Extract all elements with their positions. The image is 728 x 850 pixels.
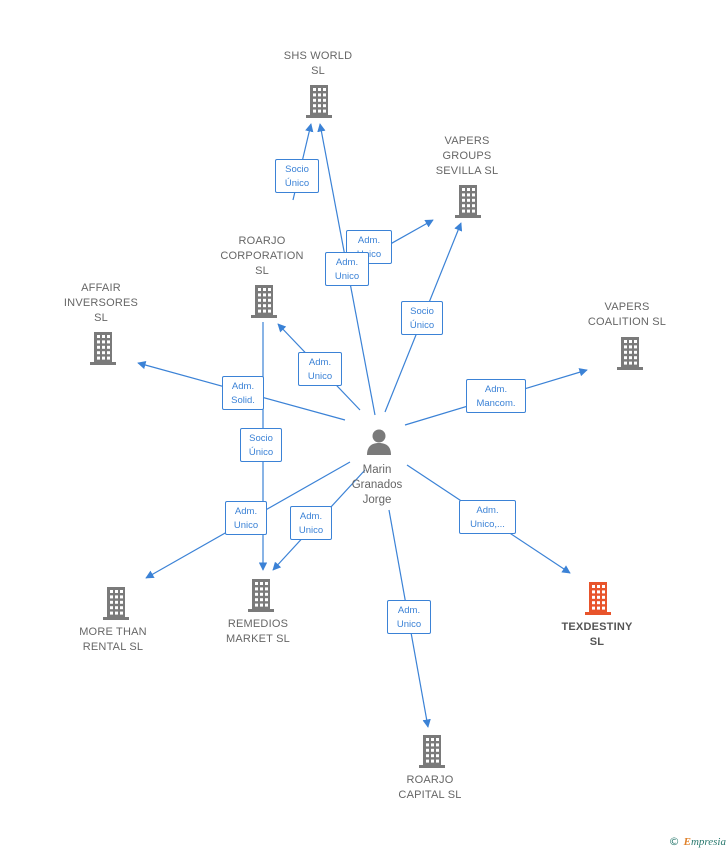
- relation-label[interactable]: Adm. Mancom.: [466, 379, 526, 413]
- company-label[interactable]: ROARJO CORPORATION SL: [220, 235, 304, 277]
- relation-label[interactable]: Adm. Unico: [325, 252, 369, 286]
- building-icon: [585, 582, 611, 615]
- company-label[interactable]: REMEDIOS MARKET SL: [226, 618, 290, 645]
- company-label[interactable]: TEXDESTINY SL: [561, 621, 633, 648]
- building-icon: [455, 185, 481, 218]
- brand-name: mpresia: [690, 836, 726, 848]
- relation-label[interactable]: Adm. Unico: [225, 501, 267, 535]
- company-label[interactable]: AFFAIR INVERSORES SL: [63, 282, 139, 324]
- company-icon[interactable]: [417, 733, 447, 774]
- company-icon[interactable]: [246, 577, 276, 618]
- company-label[interactable]: VAPERS GROUPS SEVILLA SL: [435, 135, 499, 177]
- brand-initial: E: [683, 836, 691, 848]
- footer-brand: ©Empresia: [669, 835, 726, 848]
- relation-label[interactable]: Adm. Unico,...: [459, 500, 516, 534]
- building-icon: [90, 332, 116, 365]
- company-icon[interactable]: [583, 580, 613, 621]
- building-icon: [251, 285, 277, 318]
- building-icon: [103, 587, 129, 620]
- relation-label[interactable]: Socio Único: [401, 301, 443, 335]
- company-icon[interactable]: [453, 183, 483, 224]
- company-label[interactable]: VAPERS COALITION SL: [587, 301, 667, 328]
- relation-label[interactable]: Adm. Unico: [298, 352, 342, 386]
- person-icon-wrap[interactable]: [364, 427, 394, 462]
- building-icon: [419, 735, 445, 768]
- company-icon[interactable]: [304, 83, 334, 124]
- person-icon: [367, 429, 391, 455]
- person-name[interactable]: Marin Granados Jorge: [351, 464, 403, 506]
- building-icon: [306, 85, 332, 118]
- relation-label[interactable]: Adm. Unico: [290, 506, 332, 540]
- copyright-icon: ©: [668, 835, 680, 848]
- company-icon[interactable]: [615, 335, 645, 376]
- relation-label[interactable]: Adm. Unico: [387, 600, 431, 634]
- company-icon[interactable]: [249, 283, 279, 324]
- company-icon[interactable]: [101, 585, 131, 626]
- company-label[interactable]: ROARJO CAPITAL SL: [398, 774, 462, 801]
- relation-label[interactable]: Adm. Solid.: [222, 376, 264, 410]
- company-icon[interactable]: [88, 330, 118, 371]
- relation-label[interactable]: Socio Único: [240, 428, 282, 462]
- company-label[interactable]: MORE THAN RENTAL SL: [79, 626, 147, 653]
- relation-label[interactable]: Socio Único: [275, 159, 319, 193]
- company-label[interactable]: SHS WORLD SL: [283, 50, 353, 77]
- building-icon: [248, 579, 274, 612]
- building-icon: [617, 337, 643, 370]
